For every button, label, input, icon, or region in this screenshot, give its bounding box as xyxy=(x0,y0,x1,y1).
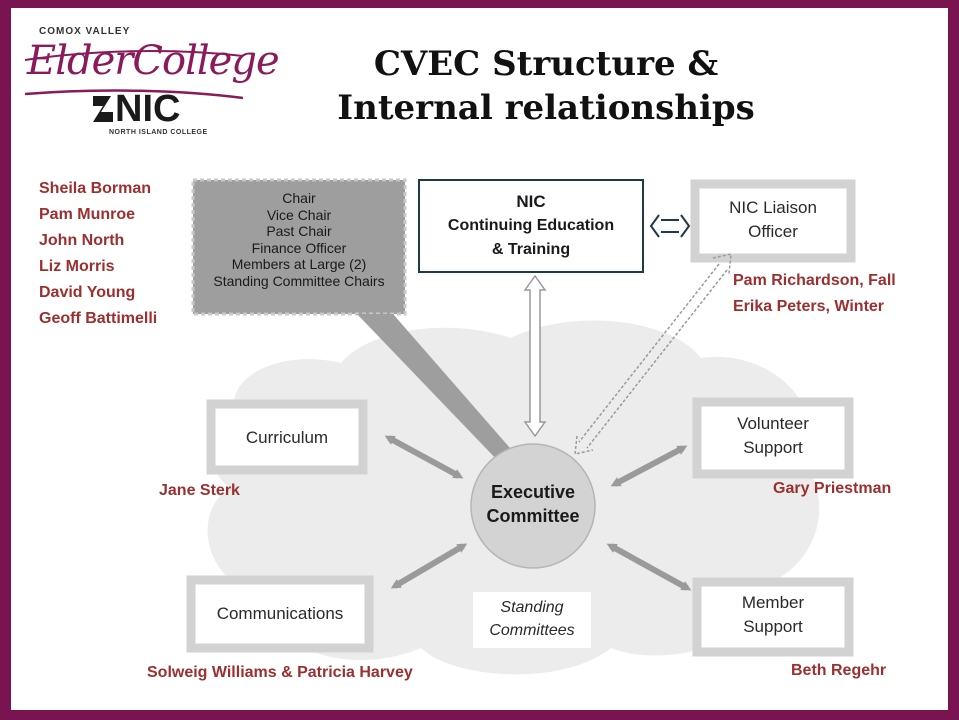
nic-box: NIC Continuing Education & Training xyxy=(419,190,643,262)
role-item: Chair xyxy=(282,190,316,206)
center-line1: Executive xyxy=(490,482,576,502)
logo-north-island-college: NORTH ISLAND COLLEGE xyxy=(109,129,208,136)
logo-comox-valley: COMOX VALLEY xyxy=(39,26,131,37)
nic-box-frame xyxy=(418,179,644,273)
title-line-1: CVEC Structure & xyxy=(373,44,719,84)
communications-arrow xyxy=(390,543,468,589)
exec-member: Liz Morris xyxy=(39,258,115,275)
standing-label-bg xyxy=(473,592,591,648)
curriculum-box-frame xyxy=(206,399,368,475)
volunteer-arrow xyxy=(610,445,688,487)
volunteer-person: Gary Priestman xyxy=(773,480,892,497)
member-box-frame xyxy=(692,577,854,657)
exec-member: Sheila Borman xyxy=(39,180,152,197)
logo-graphic xyxy=(24,50,244,122)
member-line1: Member xyxy=(741,593,805,612)
title-line-2: Internal relationships xyxy=(337,88,755,128)
member-person: Beth Regehr xyxy=(791,662,887,679)
nic-box-line2: Continuing Education xyxy=(447,217,615,234)
liaison-line1: NIC Liaison xyxy=(729,198,817,217)
role-item: Vice Chair xyxy=(266,206,332,223)
liaison-exec-arrow xyxy=(574,253,732,455)
nic-liaison-arrow xyxy=(649,214,691,238)
liaison-person-fall: Pam Richardson, Fall xyxy=(733,272,896,289)
executive-roles-box: Chair Vice Chair Past Chair Finance Offi… xyxy=(193,190,405,289)
curriculum-arrow xyxy=(384,435,464,479)
nic-logo-mark xyxy=(93,96,113,122)
role-item: Past Chair xyxy=(266,223,332,239)
role-item: Finance Officer xyxy=(251,239,347,256)
volunteer-line1: Volunteer xyxy=(737,414,809,433)
center-line2: Committee xyxy=(486,506,580,526)
volunteer-box: Volunteer Support xyxy=(697,412,849,460)
curriculum-box: Curriculum xyxy=(245,428,329,447)
liaison-box: NIC Liaison Officer xyxy=(695,196,851,244)
logo-nic: NIC xyxy=(115,88,181,130)
liaison-line2: Officer xyxy=(748,222,798,241)
exec-member: John North xyxy=(39,232,125,249)
slide: COMOX VALLEY ElderCollege NIC NORTH ISLA… xyxy=(11,8,948,710)
role-item: Members at Large (2) xyxy=(231,256,367,272)
communications-box: Communications xyxy=(216,604,344,623)
role-item: Standing Committee Chairs xyxy=(213,272,385,289)
liaison-box-frame xyxy=(690,179,856,263)
curriculum-person: Jane Sterk xyxy=(159,482,240,499)
nic-box-line3: & Training xyxy=(491,241,571,258)
page-title: CVEC Structure & Internal relationships xyxy=(281,42,811,130)
volunteer-box-frame xyxy=(692,397,854,479)
executive-roles-box-bg xyxy=(191,178,407,316)
nic-box-title: NIC xyxy=(516,192,546,211)
standing-line2: Committees xyxy=(489,622,575,639)
member-line2: Support xyxy=(743,617,803,636)
member-arrow xyxy=(606,543,692,591)
logo-eldercollege: ElderCollege xyxy=(27,38,280,84)
exec-band xyxy=(357,314,517,464)
communications-box-frame xyxy=(186,575,374,653)
nic-exec-arrow xyxy=(523,274,547,438)
volunteer-line2: Support xyxy=(743,438,803,457)
member-box: Member Support xyxy=(697,591,849,639)
exec-member: Pam Munroe xyxy=(39,206,136,223)
standing-line1: Standing xyxy=(500,599,564,616)
standing-committees-label: Standing Committees xyxy=(473,596,591,642)
liaison-person-winter: Erika Peters, Winter xyxy=(733,298,885,315)
executive-committee-label: Executive Committee xyxy=(471,480,595,528)
executive-circle xyxy=(470,443,596,569)
exec-member: David Young xyxy=(39,284,136,301)
diagram-graphics xyxy=(24,50,856,675)
exec-member: Geoff Battimelli xyxy=(39,310,158,327)
communications-person: Solweig Williams & Patricia Harvey xyxy=(147,664,413,681)
